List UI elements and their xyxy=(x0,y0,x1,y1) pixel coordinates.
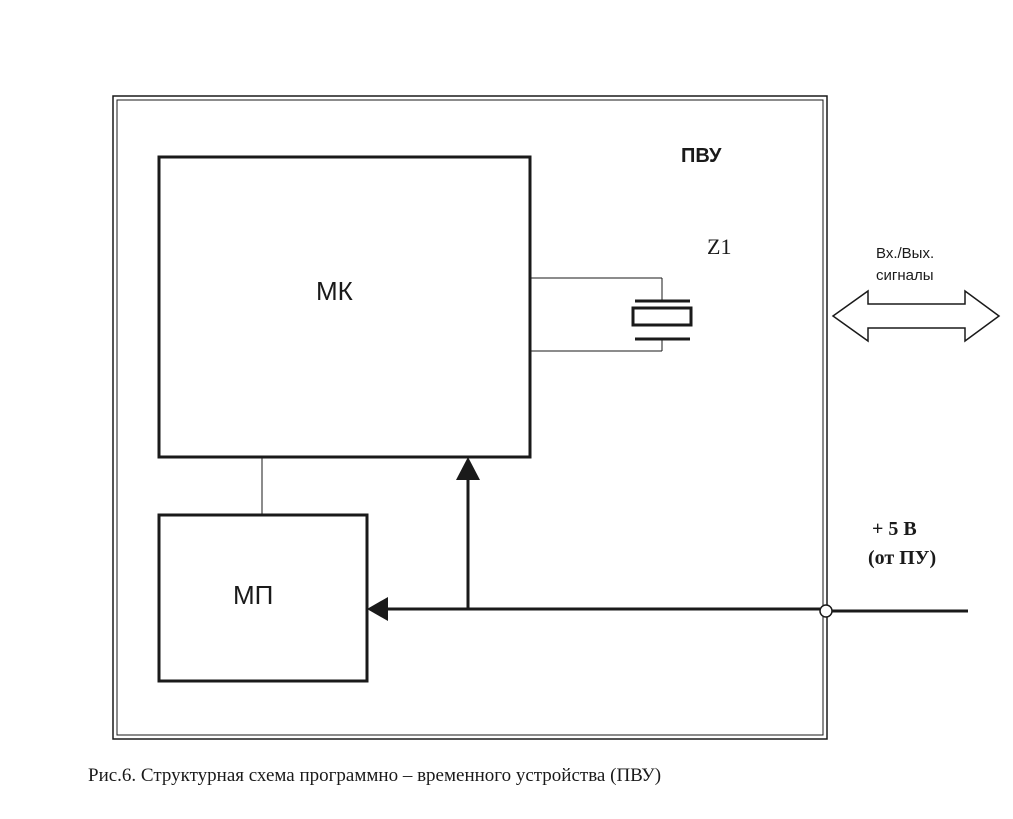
arrow-to-mp xyxy=(367,597,388,621)
device-label: ПВУ xyxy=(681,145,722,167)
figure-caption: Рис.6. Структурная схема программно – вр… xyxy=(88,765,662,786)
crystal-label: Z1 xyxy=(707,234,732,259)
crystal-body xyxy=(631,306,693,327)
mp-block xyxy=(157,513,369,683)
io-double-arrow xyxy=(831,289,1001,343)
mp-label: МП xyxy=(233,580,274,610)
device-frame-outer xyxy=(112,95,828,740)
mk-block xyxy=(157,155,532,459)
io-label-line1: Вх./Вых. xyxy=(876,245,935,262)
io-label-line2: сигналы xyxy=(876,267,934,284)
device-frame-inner xyxy=(116,99,824,736)
arrow-to-mk xyxy=(456,457,480,480)
power-label-line1: + 5 В xyxy=(872,518,917,540)
power-label-line2: (от ПУ) xyxy=(868,547,937,569)
mk-label: МК xyxy=(316,276,353,306)
power-connector-node xyxy=(819,604,833,618)
